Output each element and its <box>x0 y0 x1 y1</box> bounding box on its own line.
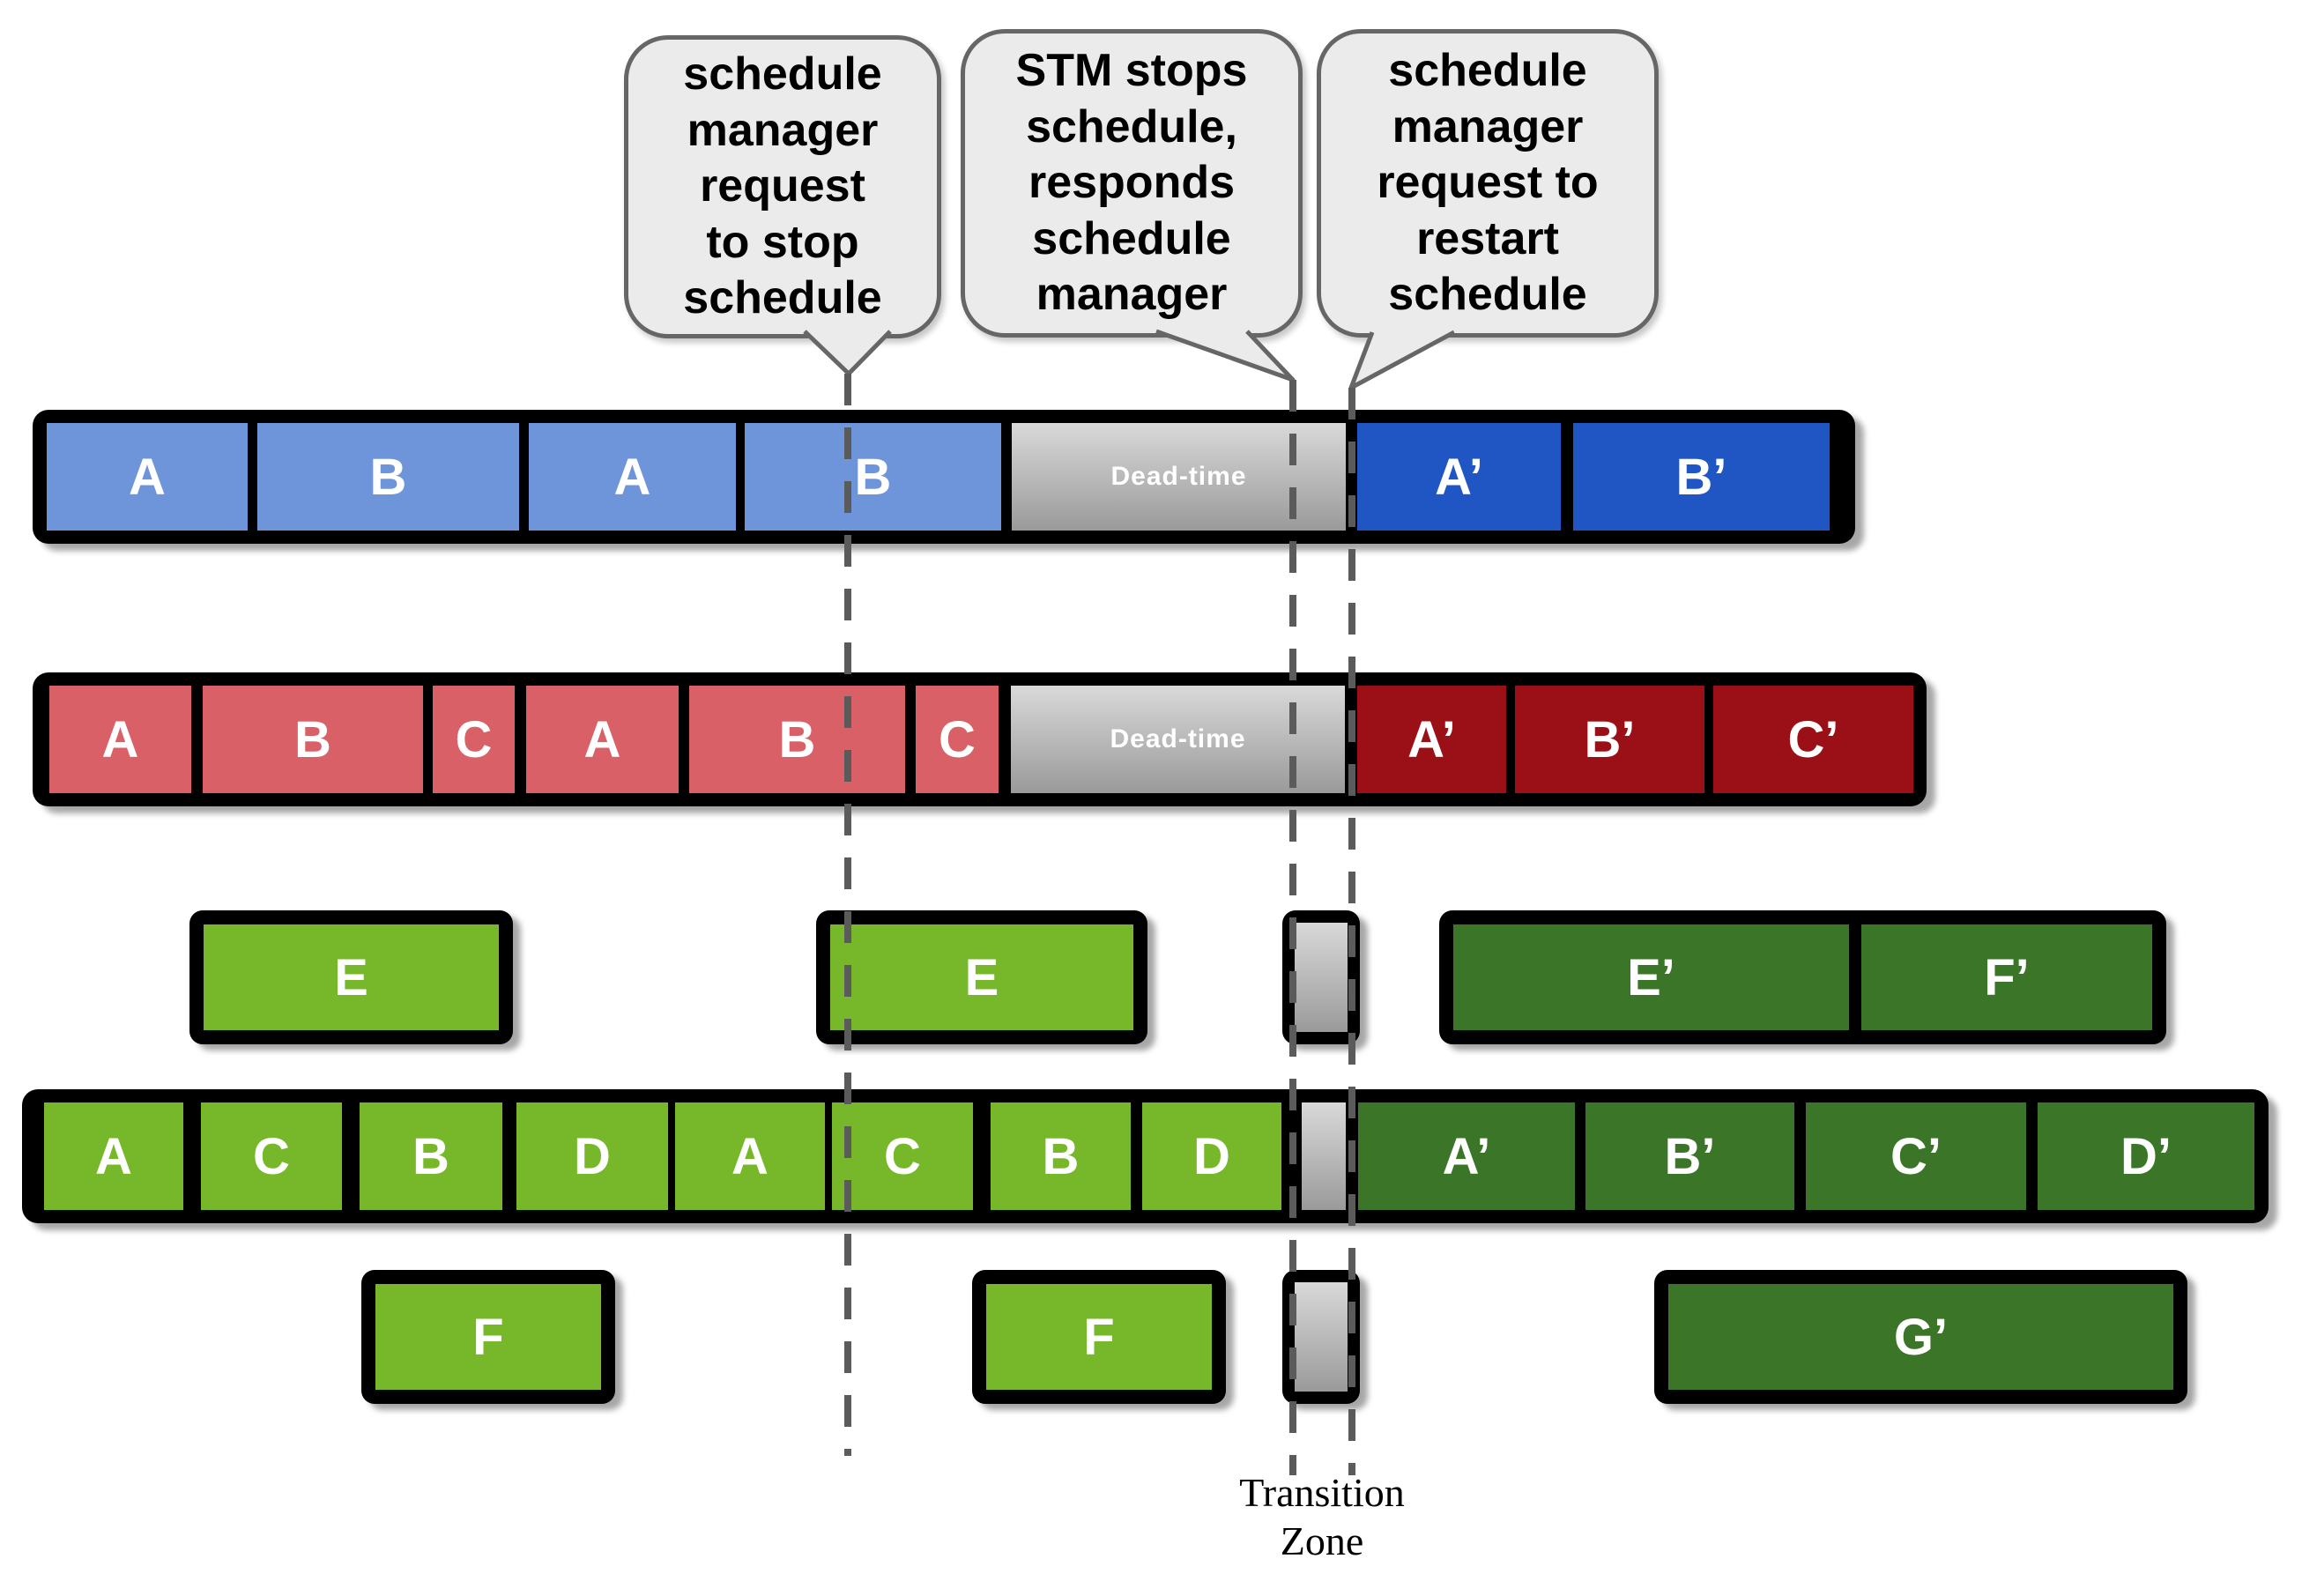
segment-B: B <box>257 423 519 531</box>
bubble-tail-restart <box>1348 330 1456 390</box>
task-box-E: E <box>816 910 1147 1044</box>
segment-A: A <box>49 686 191 793</box>
schedule-bar-red: A B C A B C Dead-time A’ B’ C’ <box>33 672 1927 806</box>
segment-F: F <box>375 1284 601 1390</box>
segment-D: D <box>1142 1102 1281 1210</box>
task-box-E-F-prime: E’ F’ <box>1439 910 2166 1044</box>
dead-time-segment: Dead-time <box>1012 423 1346 531</box>
segment-A: A <box>526 686 679 793</box>
transition-gap-box <box>1282 1270 1360 1404</box>
transition-gap-segment <box>1295 1282 1348 1392</box>
segment-A: A <box>529 423 736 531</box>
dead-time-segment: Dead-time <box>1011 686 1345 793</box>
segment-D: D <box>516 1102 668 1210</box>
segment-D-prime: D’ <box>2038 1102 2254 1210</box>
segment-E-prime: E’ <box>1453 924 1849 1030</box>
task-box-G-prime: G’ <box>1654 1270 2187 1404</box>
segment-F-prime: F’ <box>1861 924 2152 1030</box>
segment-C: C <box>201 1102 342 1210</box>
segment-A-prime: A’ <box>1357 423 1561 531</box>
segment-B-prime: B’ <box>1585 1102 1794 1210</box>
segment-B: B <box>689 686 905 793</box>
segment-E: E <box>204 924 499 1030</box>
segment-A-prime: A’ <box>1358 1102 1575 1210</box>
transition-gap-segment <box>1295 923 1348 1032</box>
segment-B-prime: B’ <box>1573 423 1830 531</box>
segment-C: C <box>916 686 999 793</box>
segment-A: A <box>47 423 248 531</box>
segment-G-prime: G’ <box>1668 1284 2173 1390</box>
task-box-F: F <box>972 1270 1226 1404</box>
task-box-E: E <box>189 910 513 1044</box>
schedule-bar-blue: A B A B Dead-time A’ B’ <box>33 410 1855 544</box>
transition-gap-segment <box>1302 1102 1346 1210</box>
transition-gap-box <box>1282 910 1360 1044</box>
speech-bubble-stop-request: schedule manager request to stop schedul… <box>624 35 941 338</box>
segment-C: C <box>832 1102 973 1210</box>
segment-B: B <box>991 1102 1131 1210</box>
segment-A-prime: A’ <box>1357 686 1506 793</box>
segment-B: B <box>203 686 423 793</box>
segment-C: C <box>433 686 515 793</box>
segment-B-prime: B’ <box>1515 686 1704 793</box>
segment-A: A <box>675 1102 825 1210</box>
segment-C-prime: C’ <box>1806 1102 2026 1210</box>
schedule-bar-green: A C B D A C B D A’ B’ C’ D’ <box>22 1089 2269 1223</box>
task-box-F: F <box>361 1270 615 1404</box>
segment-B: B <box>360 1102 502 1210</box>
segment-E: E <box>830 924 1133 1030</box>
segment-B: B <box>745 423 1001 531</box>
segment-A: A <box>44 1102 183 1210</box>
bubble-tail-stm <box>1155 329 1296 382</box>
speech-bubble-stm-stops: STM stops schedule, responds schedule ma… <box>961 29 1303 338</box>
speech-bubble-restart-request: schedule manager request to restart sche… <box>1317 29 1659 338</box>
transition-zone-label: Transition Zone <box>1239 1470 1405 1564</box>
segment-F: F <box>986 1284 1212 1390</box>
segment-C-prime: C’ <box>1713 686 1913 793</box>
